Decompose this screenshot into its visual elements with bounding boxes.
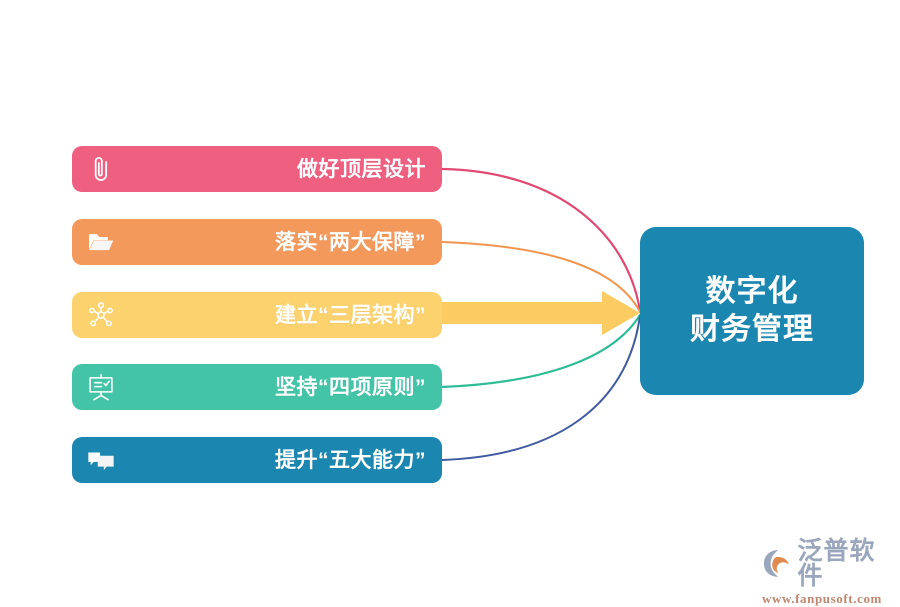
item-bar-3[interactable]: 建立“三层架构” <box>72 292 442 338</box>
paperclip-icon <box>94 157 108 181</box>
watermark-brand-text: 泛普软件 <box>797 536 876 590</box>
connector-arrow-3 <box>442 291 640 335</box>
item-label-5: 提升“五大能力” <box>275 448 426 472</box>
presentation-board-icon <box>89 374 113 401</box>
connector-curve-1 <box>440 167 642 313</box>
central-node[interactable]: 数字化 财务管理 <box>640 227 864 395</box>
item-label-2: 落实“两大保障” <box>275 230 426 254</box>
connector-curve-4 <box>440 313 642 389</box>
folder-open-icon <box>89 234 114 251</box>
watermark-brand-row: 泛普软件 <box>762 538 900 588</box>
item-label-4: 坚持“四项原则” <box>275 375 426 399</box>
item-bar-1[interactable]: 做好顶层设计 <box>72 146 442 192</box>
chat-bubbles-icon <box>88 452 114 471</box>
connector-curve-5 <box>441 315 641 461</box>
item-bar-2[interactable]: 落实“两大保障” <box>72 219 442 265</box>
item-bar-4[interactable]: 坚持“四项原则” <box>72 364 442 410</box>
item-bar-5[interactable]: 提升“五大能力” <box>72 437 442 483</box>
connector-curve-2 <box>441 241 641 313</box>
watermark-logo: 泛普软件 www.fanpusoft.com <box>762 538 900 607</box>
network-nodes-icon <box>89 302 113 327</box>
central-node-line-1: 数字化 <box>705 274 799 308</box>
watermark-url: www.fanpusoft.com <box>762 591 882 606</box>
item-label-3: 建立“三层架构” <box>275 303 426 327</box>
central-node-line-2: 财务管理 <box>690 313 814 346</box>
item-label-1: 做好顶层设计 <box>297 157 426 181</box>
fanpu-logo-icon <box>763 549 789 577</box>
